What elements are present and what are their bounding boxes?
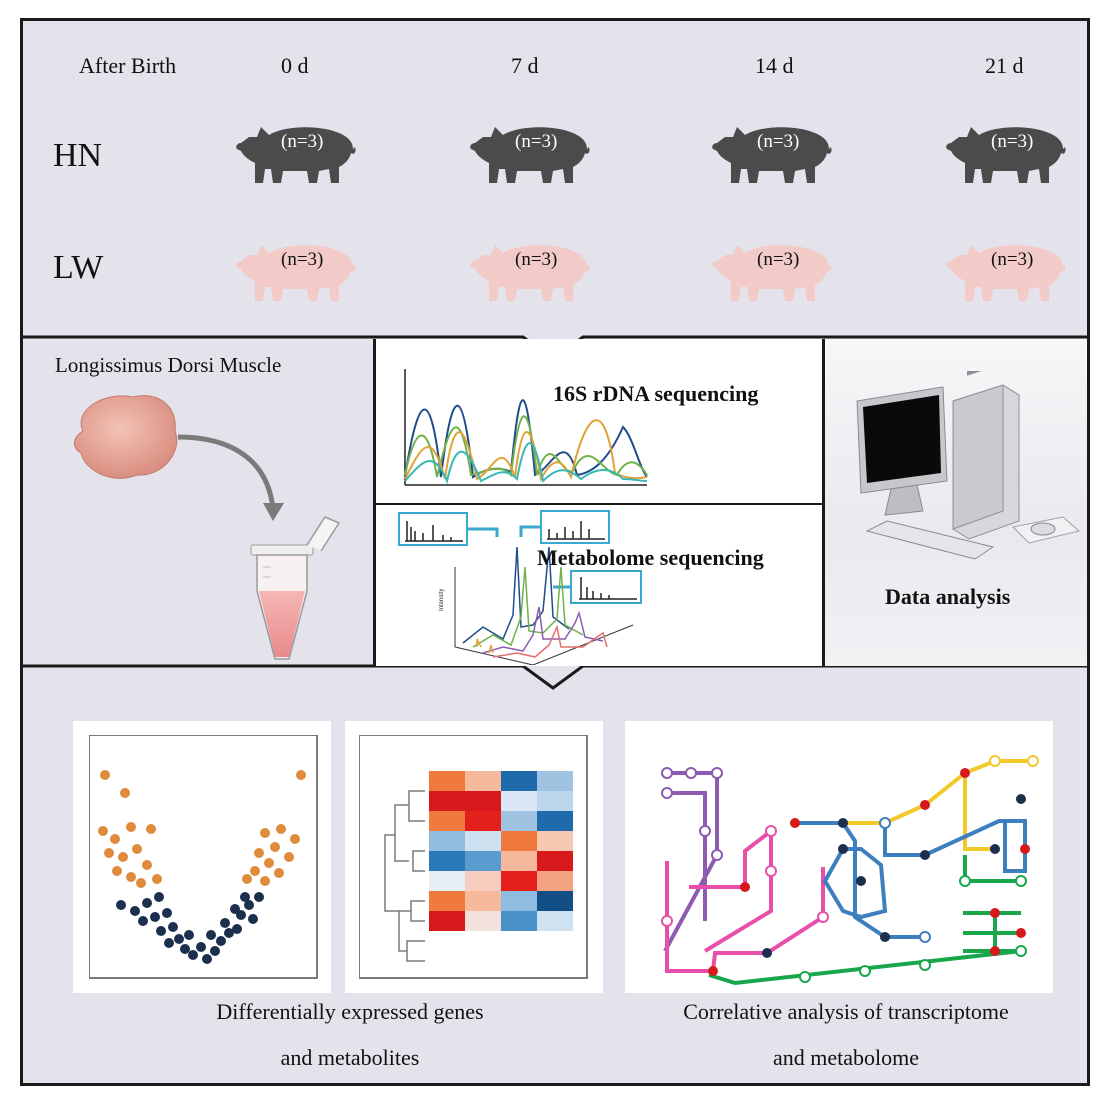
tissue-label: Longissimus Dorsi Muscle [55, 353, 282, 377]
rdna-sequencing-label: 16S rDNA sequencing [553, 381, 759, 406]
hn-pig-14d: (n=3) [711, 113, 833, 185]
heatmap [359, 735, 588, 979]
breed-label-lw: LW [53, 249, 104, 286]
sample-count: (n=3) [991, 249, 1034, 270]
sample-count: (n=3) [281, 249, 324, 270]
heatmap-cells [429, 771, 573, 931]
data-analysis-label: Data analysis [885, 584, 1011, 609]
figure-frame: After Birth 0 d 7 d 14 d 21 d HN LW (n=3… [20, 18, 1090, 1086]
non-significant-dots [116, 892, 264, 964]
deg-label-line2: and metabolites [280, 1045, 420, 1070]
network-panel [625, 721, 1053, 993]
deg-label-line1: Differentially expressed genes [216, 999, 484, 1024]
sample-count: (n=3) [757, 249, 800, 270]
corr-label-line2: and metabolome [772, 1045, 919, 1070]
day-label-7: 7 d [511, 53, 539, 78]
volcano-plot [89, 735, 318, 979]
panel-divider [376, 503, 822, 505]
sample-count: (n=3) [515, 249, 558, 270]
tube-icon [250, 516, 341, 660]
sample-count: (n=3) [991, 131, 1034, 152]
computer-icon [856, 371, 1081, 560]
sample-count: (n=3) [757, 131, 800, 152]
day-label-21: 21 d [985, 53, 1024, 78]
corr-label-line1: Correlative analysis of transcriptome [683, 999, 1009, 1024]
muscle-tissue [74, 395, 178, 479]
dendrogram [384, 790, 425, 962]
lw-pig-21d: (n=3) [945, 231, 1067, 303]
hn-pig-21d: (n=3) [945, 113, 1067, 185]
lw-pig-14d: (n=3) [711, 231, 833, 303]
metabolome-spectrum: Intensity [398, 510, 642, 665]
metabolome-sequencing-label: Metabolome sequencing [537, 545, 764, 570]
heatmap-panel [345, 721, 603, 993]
intensity-axis-label: Intensity [439, 589, 445, 611]
after-birth-label: After Birth [79, 53, 177, 78]
upregulated-dots [98, 770, 306, 888]
breed-label-hn: HN [53, 137, 103, 174]
correlation-network [661, 755, 1039, 986]
hn-pig-0d: (n=3) [235, 113, 357, 185]
divider-left [373, 339, 376, 666]
day-label-0: 0 d [281, 53, 309, 78]
sample-count: (n=3) [281, 131, 324, 152]
sample-count: (n=3) [515, 131, 558, 152]
rdna-chromatogram [404, 369, 648, 486]
divider-right [822, 339, 825, 666]
network-nodes [661, 755, 1039, 983]
lw-pig-7d: (n=3) [469, 231, 591, 303]
day-label-14: 14 d [755, 53, 794, 78]
lw-pig-0d: (n=3) [235, 231, 357, 303]
transfer-arrow [177, 434, 276, 510]
volcano-plot-panel [73, 721, 331, 993]
muscle-to-tube-illustration [74, 395, 341, 660]
hn-pig-7d: (n=3) [469, 113, 591, 185]
